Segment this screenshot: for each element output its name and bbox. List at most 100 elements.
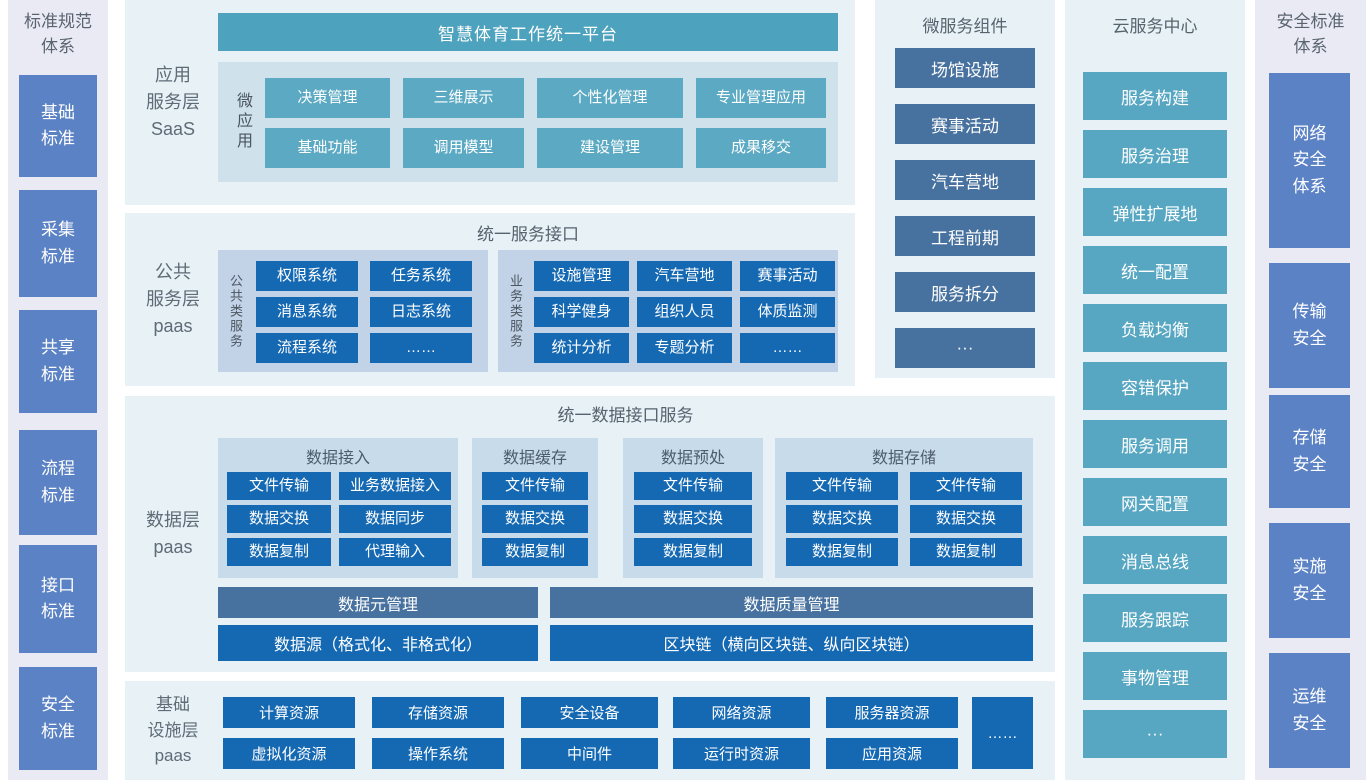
micro-apps-grid: 决策管理 三维展示 个性化管理 专业管理应用 基础功能 调用模型 建设管理 成果… xyxy=(265,78,826,168)
security-standard-item: 存储 安全 xyxy=(1269,395,1350,508)
cloud-service-box: 容错保护 xyxy=(1083,362,1227,410)
common-service-box: 日志系统 xyxy=(370,297,472,327)
standard-item: 接口 标准 xyxy=(19,545,97,653)
business-services-vertical-label: 业务类服务 xyxy=(508,273,523,349)
micro-apps-container: 微应用 决策管理 三维展示 个性化管理 专业管理应用 基础功能 调用模型 建设管… xyxy=(218,62,838,182)
business-service-box: 科学健身 xyxy=(534,297,629,327)
data-service-box: 数据复制 xyxy=(482,538,588,566)
data-access-title: 数据接入 xyxy=(305,450,370,467)
security-standard-item: 传输 安全 xyxy=(1269,263,1350,388)
security-standard-item: 网络 安全 体系 xyxy=(1269,73,1350,248)
micro-app-box: 建设管理 xyxy=(537,128,683,168)
business-service-box: 赛事活动 xyxy=(740,261,835,291)
security-standards-sidebar: 安全标准 体系 网络 安全 体系 传输 安全 存储 安全 实施 安全 运维 安全 xyxy=(1255,0,1366,780)
micro-apps-vertical-label: 微应用 xyxy=(234,92,251,152)
data-service-box: 数据交换 xyxy=(227,505,331,533)
data-source-bar: 数据源（格式化、非格式化） xyxy=(218,625,538,661)
business-service-box: 汽车营地 xyxy=(637,261,732,291)
infrastructure-layer-label: 基础 设施层 paas xyxy=(147,695,199,766)
cloud-service-box: 服务跟踪 xyxy=(1083,594,1227,642)
micro-app-box: 成果移交 xyxy=(696,128,826,168)
business-service-box: 体质监测 xyxy=(740,297,835,327)
business-service-box: 设施管理 xyxy=(534,261,629,291)
data-preprocess-group: 数据预处 文件传输 数据交换 数据复制 xyxy=(623,438,763,578)
business-service-ellipsis-box: …… xyxy=(740,333,835,363)
standard-item: 流程 标准 xyxy=(19,430,97,535)
microservice-box: 场馆设施 xyxy=(895,48,1035,88)
data-access-group: 数据接入 文件传输 业务数据接入 数据交换 数据同步 数据复制 代理输入 xyxy=(218,438,458,578)
data-service-box: 数据交换 xyxy=(910,505,1022,533)
standard-item: 采集 标准 xyxy=(19,190,97,297)
data-service-box: 数据交换 xyxy=(786,505,898,533)
data-service-box: 数据复制 xyxy=(910,538,1022,566)
cloud-center-panel: 云服务中心 服务构建 服务治理 弹性扩展地 统一配置 负载均衡 容错保护 服务调… xyxy=(1065,0,1245,780)
platform-title-bar: 智慧体育工作统一平台 xyxy=(218,13,838,51)
microservice-box: 赛事活动 xyxy=(895,104,1035,144)
microservice-box: 汽车营地 xyxy=(895,160,1035,200)
business-services-container: 业务类服务 设施管理 汽车营地 赛事活动 科学健身 组织人员 体质监测 统计分析… xyxy=(498,250,838,372)
infra-resource-box: 操作系统 xyxy=(372,738,504,769)
microservice-box: 服务拆分 xyxy=(895,272,1035,312)
data-cache-grid: 文件传输 数据交换 数据复制 xyxy=(482,472,588,566)
infra-resource-box: 安全设备 xyxy=(521,697,658,728)
data-service-box: 数据交换 xyxy=(634,505,752,533)
cloud-service-ellipsis-box: ··· xyxy=(1083,710,1227,758)
infra-resource-box: 中间件 xyxy=(521,738,658,769)
cloud-service-box: 消息总线 xyxy=(1083,536,1227,584)
blockchain-bar: 区块链（横向区块链、纵向区块链） xyxy=(550,625,1033,661)
infra-resource-box: 服务器资源 xyxy=(826,697,958,728)
common-service-ellipsis-box: …… xyxy=(370,333,472,363)
infrastructure-layer-panel: 基础 设施层 paas 计算资源 存储资源 安全设备 网络资源 服务器资源 虚拟… xyxy=(125,681,1055,780)
data-service-box: 文件传输 xyxy=(227,472,331,500)
business-service-box: 统计分析 xyxy=(534,333,629,363)
standards-sidebar-title: 标准规范 体系 xyxy=(24,12,92,56)
data-service-box: 数据交换 xyxy=(482,505,588,533)
micro-app-box: 三维展示 xyxy=(403,78,524,118)
data-layer-label: 数据层 paas xyxy=(146,510,200,557)
microservices-title: 微服务组件 xyxy=(922,17,1008,36)
data-storage-title: 数据存储 xyxy=(871,450,936,467)
common-service-box: 消息系统 xyxy=(256,297,358,327)
infra-resource-box: 网络资源 xyxy=(673,697,810,728)
business-service-box: 专题分析 xyxy=(637,333,732,363)
business-service-box: 组织人员 xyxy=(637,297,732,327)
public-service-layer-panel: 公共 服务层 paas 统一服务接口 公共类服务 权限系统 任务系统 消息系统 … xyxy=(125,213,855,386)
data-service-box: 代理输入 xyxy=(339,538,451,566)
data-service-box: 文件传输 xyxy=(910,472,1022,500)
cloud-service-box: 统一配置 xyxy=(1083,246,1227,294)
data-storage-group: 数据存储 文件传输 文件传输 数据交换 数据交换 数据复制 数据复制 xyxy=(775,438,1033,578)
standards-system-sidebar: 标准规范 体系 基础 标准 采集 标准 共享 标准 流程 标准 接口 标准 安全… xyxy=(8,0,108,780)
security-sidebar-title: 安全标准 体系 xyxy=(1276,12,1345,56)
saas-layer-panel: 应用 服务层 SaaS 智慧体育工作统一平台 微应用 决策管理 三维展示 个性化… xyxy=(125,0,855,205)
security-standard-item: 运维 安全 xyxy=(1269,653,1350,768)
micro-app-box: 调用模型 xyxy=(403,128,524,168)
cloud-service-box: 服务治理 xyxy=(1083,130,1227,178)
infra-resource-box: 运行时资源 xyxy=(673,738,810,769)
cloud-service-box: 负载均衡 xyxy=(1083,304,1227,352)
cloud-service-box: 服务构建 xyxy=(1083,72,1227,120)
common-services-grid: 权限系统 任务系统 消息系统 日志系统 流程系统 …… xyxy=(256,261,472,363)
standard-item: 共享 标准 xyxy=(19,310,97,413)
micro-app-box: 基础功能 xyxy=(265,128,390,168)
common-service-box: 流程系统 xyxy=(256,333,358,363)
microservice-box: 工程前期 xyxy=(895,216,1035,256)
microservice-ellipsis-box: ··· xyxy=(895,328,1035,368)
data-service-box: 文件传输 xyxy=(786,472,898,500)
microservices-panel: 微服务组件 场馆设施 赛事活动 汽车营地 工程前期 服务拆分 ··· xyxy=(875,0,1055,378)
data-meta-bar: 数据元管理 xyxy=(218,587,538,618)
common-service-box: 权限系统 xyxy=(256,261,358,291)
data-storage-grid: 文件传输 文件传输 数据交换 数据交换 数据复制 数据复制 xyxy=(786,472,1022,566)
data-service-box: 数据复制 xyxy=(227,538,331,566)
data-service-box: 数据复制 xyxy=(634,538,752,566)
cloud-service-box: 弹性扩展地 xyxy=(1083,188,1227,236)
infra-resource-box: 虚拟化资源 xyxy=(223,738,355,769)
standard-item: 基础 标准 xyxy=(19,75,97,177)
data-service-box: 数据复制 xyxy=(786,538,898,566)
business-services-grid: 设施管理 汽车营地 赛事活动 科学健身 组织人员 体质监测 统计分析 专题分析 … xyxy=(534,261,835,363)
data-preprocess-grid: 文件传输 数据交换 数据复制 xyxy=(634,472,752,566)
standard-item: 安全 标准 xyxy=(19,667,97,770)
data-layer-panel: 数据层 paas 统一数据接口服务 数据接入 文件传输 业务数据接入 数据交换 … xyxy=(125,396,1055,672)
infra-resource-box: 计算资源 xyxy=(223,697,355,728)
saas-layer-label: 应用 服务层 SaaS xyxy=(146,65,200,139)
infra-resource-box: 应用资源 xyxy=(826,738,958,769)
